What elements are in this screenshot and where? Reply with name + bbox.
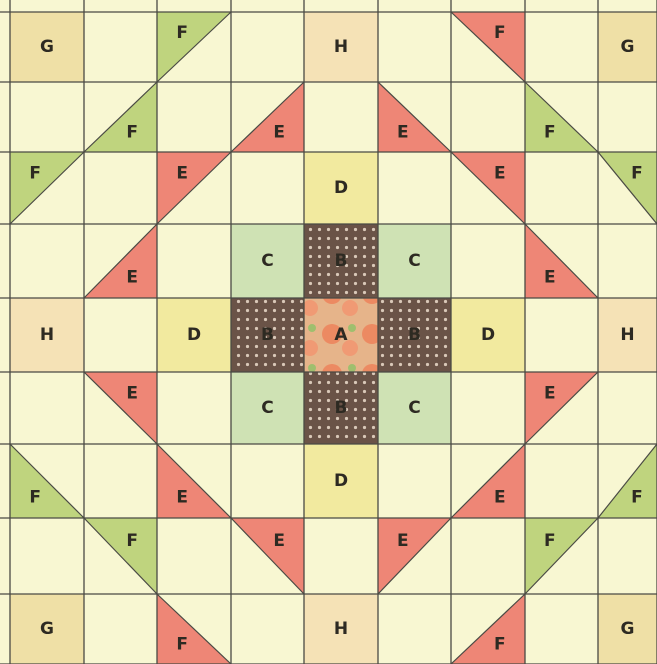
block-label: E bbox=[494, 487, 506, 507]
block-label: E bbox=[544, 267, 556, 287]
block-label: F bbox=[29, 164, 41, 184]
block-label: F bbox=[544, 122, 556, 142]
block-label: D bbox=[334, 471, 348, 491]
block-label: E bbox=[176, 164, 188, 184]
block-label: F bbox=[494, 634, 506, 654]
block-label: E bbox=[273, 531, 285, 551]
block-label: E bbox=[397, 531, 409, 551]
block-label: E bbox=[494, 164, 506, 184]
block-label: D bbox=[334, 178, 348, 198]
block-label: H bbox=[334, 37, 348, 57]
block-label: G bbox=[621, 619, 635, 639]
block-label: F bbox=[126, 122, 138, 142]
block-label: F bbox=[126, 531, 138, 551]
block-label: B bbox=[335, 251, 348, 271]
block-label: E bbox=[273, 122, 285, 142]
block-label: G bbox=[621, 37, 635, 57]
block-label: F bbox=[29, 487, 41, 507]
block-label: G bbox=[40, 619, 54, 639]
block-label: H bbox=[334, 619, 348, 639]
block-label: B bbox=[335, 398, 348, 418]
block-label: F bbox=[544, 531, 556, 551]
block-label: A bbox=[334, 325, 348, 345]
block-label: E bbox=[126, 267, 138, 287]
block-label: B bbox=[261, 325, 274, 345]
block-label: E bbox=[176, 487, 188, 507]
block-label: C bbox=[408, 251, 420, 271]
block-label: G bbox=[40, 37, 54, 57]
block-label: E bbox=[397, 122, 409, 142]
block-label: F bbox=[494, 23, 506, 43]
block-label: D bbox=[187, 325, 201, 345]
block-label: C bbox=[261, 251, 273, 271]
block-label: E bbox=[544, 384, 556, 404]
block-label: F bbox=[176, 23, 188, 43]
block-label: E bbox=[126, 384, 138, 404]
block-label: F bbox=[631, 164, 643, 184]
block-label: C bbox=[408, 398, 420, 418]
block-label: B bbox=[408, 325, 421, 345]
block-label: C bbox=[261, 398, 273, 418]
block-label: H bbox=[620, 325, 634, 345]
block-label: F bbox=[631, 487, 643, 507]
block-label: D bbox=[481, 325, 495, 345]
block-label: H bbox=[40, 325, 54, 345]
block-label: F bbox=[176, 634, 188, 654]
